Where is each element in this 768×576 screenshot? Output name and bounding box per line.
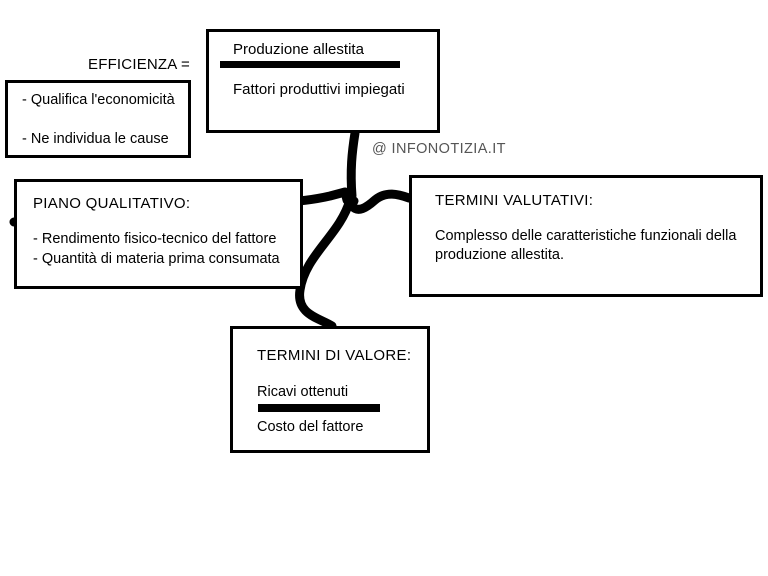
connector-junction-to-termini-di-valore [295,195,355,331]
termini-valutativi-body-line-2: produzione allestita. [435,247,564,263]
efficienza-label: EFFICIENZA = [88,56,191,73]
definizione-line-2: - Ne individua le cause [22,131,169,147]
piano-qualitativo-item-1: - Rendimento fisico-tecnico del fattore [33,231,277,247]
termini-di-valore-title: TERMINI DI VALORE: [257,347,412,364]
definizione-line-1: - Qualifica l'economicità [22,92,175,108]
piano-qualitativo-title: PIANO QUALITATIVO: [33,195,191,212]
formula-denominator: Fattori produttivi impiegati [233,81,405,98]
termini-valutativi-title: TERMINI VALUTATIVI: [435,192,594,209]
connector-junction-to-termini-valutativi [347,189,414,214]
box-piano-qualitativo[interactable] [14,179,303,289]
formula-fraction-bar [220,61,400,68]
watermark-text: @ INFONOTIZIA.IT [372,141,506,157]
connector-formula-to-junction [346,128,360,201]
termini-valutativi-body-line-1: Complesso delle caratteristiche funziona… [435,228,737,244]
piano-qualitativo-item-2: - Quantità di materia prima consumata [33,251,280,267]
box-termini-valutativi[interactable] [409,175,763,297]
termini-di-valore-fraction-bar [258,404,380,412]
termini-di-valore-numerator: Ricavi ottenuti [257,384,349,400]
formula-numerator: Produzione allestita [233,41,364,58]
box-termini-di-valore[interactable] [230,326,430,453]
box-definizione[interactable] [5,80,191,158]
box-formula-efficienza[interactable] [206,29,440,133]
termini-di-valore-denominator: Costo del fattore [257,419,364,435]
